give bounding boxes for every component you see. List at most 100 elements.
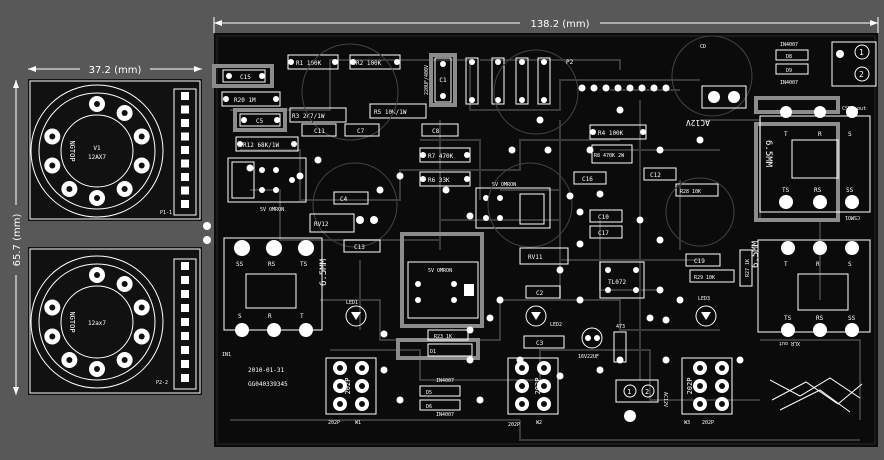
svg-text:C7: C7	[357, 128, 365, 135]
led-2: LED2	[525, 305, 562, 328]
tube-pin-hole	[138, 133, 145, 140]
svg-text:SS: SS	[848, 315, 856, 322]
svg-text:IN4007: IN4007	[436, 412, 454, 418]
svg-text:R2 100K: R2 100K	[356, 60, 382, 67]
header-pin	[181, 200, 189, 208]
svg-text:C15: C15	[240, 74, 251, 81]
board-marking: 2010-01-31 GG040339345	[248, 367, 288, 388]
main-board: C15 R20 1M C5 R12 68K/1W 5V OMRON	[212, 33, 878, 447]
via	[576, 208, 584, 216]
svg-text:202P: 202P	[328, 420, 340, 426]
component-c5: C5	[233, 108, 287, 132]
svg-text:D9: D9	[786, 68, 792, 74]
svg-text:LED2: LED2	[550, 322, 562, 328]
svg-text:C2: C2	[536, 290, 544, 297]
svg-text:C13: C13	[354, 244, 365, 251]
header-pin	[181, 304, 189, 312]
jack-output-3: T R S TS RS SS 6.5MM CSMO out CSMO1	[754, 96, 871, 222]
svg-text:R29 10K: R29 10K	[694, 275, 715, 281]
tube-pin-hole	[121, 186, 128, 193]
tube1-type: 12AX7	[88, 154, 106, 161]
svg-text:GG040339345: GG040339345	[248, 381, 288, 388]
tube1-connector: P1-1	[160, 210, 172, 216]
connector-hole	[519, 383, 525, 389]
resistor-r27: R27 1K	[739, 249, 753, 287]
tube-pin-hole	[138, 333, 145, 340]
svg-text:T: T	[300, 313, 304, 320]
svg-text:AC12V: AC12V	[662, 392, 668, 407]
tube2-type: 12ax7	[88, 320, 106, 327]
svg-text:R20 1M: R20 1M	[234, 97, 256, 104]
vertical-resistors	[465, 57, 551, 105]
tube-pin-hole	[121, 109, 128, 116]
svg-text:S: S	[238, 313, 242, 320]
tube-pin-hole	[121, 357, 128, 364]
svg-text:R4 100K: R4 100K	[598, 130, 624, 137]
connector-hole	[697, 401, 703, 407]
svg-text:P2: P2	[566, 59, 574, 66]
led-3: LED3	[695, 296, 717, 327]
p2-pin	[662, 84, 670, 92]
via	[376, 186, 384, 194]
tube-pin-hole	[94, 195, 100, 201]
connector-hole	[541, 401, 547, 407]
svg-text:2010-01-31: 2010-01-31	[248, 367, 285, 374]
tube-pin-hole	[66, 357, 73, 364]
svg-text:473: 473	[616, 324, 625, 330]
svg-text:C8: C8	[432, 128, 440, 135]
svg-text:D8: D8	[786, 54, 792, 60]
tube-pin-hole	[49, 133, 56, 140]
resistor-r5: R5 10K/1W	[369, 103, 427, 119]
svg-text:C4: C4	[340, 196, 348, 203]
svg-text:C10: C10	[598, 214, 609, 221]
svg-text:5V OMRON: 5V OMRON	[428, 268, 452, 274]
diode-d1: D1	[427, 343, 473, 357]
jack-input-1: SS RS TS S R T 6.5MM IN1	[222, 237, 329, 358]
svg-text:TL072: TL072	[608, 279, 626, 286]
via	[662, 316, 670, 324]
via	[662, 356, 670, 364]
svg-text:220UF/400V: 220UF/400V	[424, 65, 430, 95]
via	[380, 330, 388, 338]
header-pin	[181, 159, 189, 168]
tube-socket-board-2: 12ax7 NGTOP P2-2	[28, 247, 202, 395]
via	[616, 356, 624, 364]
header-pin	[181, 290, 189, 298]
capacitor-c3: C3	[523, 335, 565, 349]
via	[676, 296, 684, 304]
p2-pin	[638, 84, 646, 92]
header-pin	[181, 173, 189, 181]
svg-text:S: S	[848, 261, 852, 268]
relay-3: 5V OMRON R23 1K	[396, 232, 484, 360]
resistor-r12: R12 68K/1W	[235, 136, 299, 152]
svg-text:1: 1	[859, 48, 864, 57]
tube2-brand: NGTOP	[68, 311, 76, 332]
connector-hole	[337, 401, 343, 407]
via	[636, 216, 644, 224]
header-pin	[181, 276, 189, 284]
svg-text:C17: C17	[598, 230, 609, 237]
svg-text:202P: 202P	[508, 422, 520, 428]
header-pin	[181, 360, 189, 368]
via	[466, 356, 474, 364]
via	[508, 146, 516, 154]
connector-hole	[541, 365, 547, 371]
potentiometer-rv12: RV12	[309, 213, 378, 233]
socket-width-label: 37.2 (mm)	[89, 65, 142, 76]
component-c15: C15	[212, 64, 274, 88]
connector-hole	[697, 383, 703, 389]
svg-text:SS: SS	[236, 261, 244, 268]
via	[576, 240, 584, 248]
header-pin	[181, 132, 189, 141]
svg-text:T: T	[784, 261, 788, 268]
via	[576, 296, 584, 304]
header-pin	[181, 105, 189, 114]
link-pad	[203, 236, 211, 244]
connector-hole	[359, 365, 365, 371]
svg-text:C16: C16	[582, 176, 593, 183]
via	[656, 146, 664, 154]
connector-hole	[519, 365, 525, 371]
svg-text:202P: 202P	[534, 378, 542, 395]
capacitors-c11-c7: C11 C7	[301, 123, 380, 137]
via	[496, 296, 504, 304]
